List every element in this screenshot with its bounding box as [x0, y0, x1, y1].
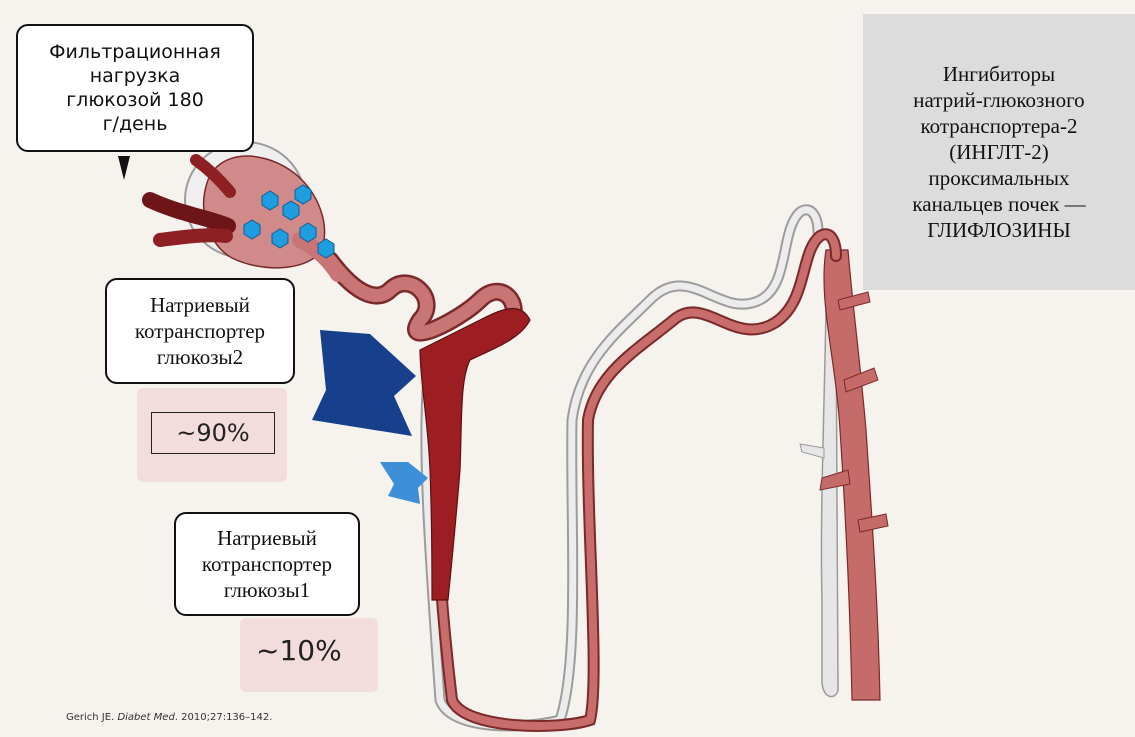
sglt1-percent-label: ~10%	[256, 634, 342, 667]
efferent-arteriole	[160, 235, 226, 240]
blue-arrow-icon	[312, 330, 416, 436]
citation-details: . 2010;27:136–142.	[175, 712, 273, 723]
dark-descending-segment	[420, 308, 530, 600]
sglt2-callout: Натриевый котранспортер глюкозы2	[105, 278, 295, 384]
sglt2-inhibitors-panel: Ингибиторы натрий-глюкозного котранспорт…	[863, 14, 1135, 290]
citation-journal: Diabet Med	[117, 712, 174, 723]
pointer-triangle-icon	[118, 156, 130, 180]
sglt2-percent-label: ~90%	[151, 412, 275, 454]
white-vein-branch	[800, 444, 824, 458]
sglt1-callout: Натриевый котранспортер глюкозы1	[174, 512, 360, 616]
filtration-load-callout: Фильтрационная нагрузка глюкозой 180 г/д…	[16, 24, 254, 152]
citation: Gerich JE. Diabet Med. 2010;27:136–142.	[66, 712, 272, 723]
citation-author: Gerich JE.	[66, 712, 114, 723]
